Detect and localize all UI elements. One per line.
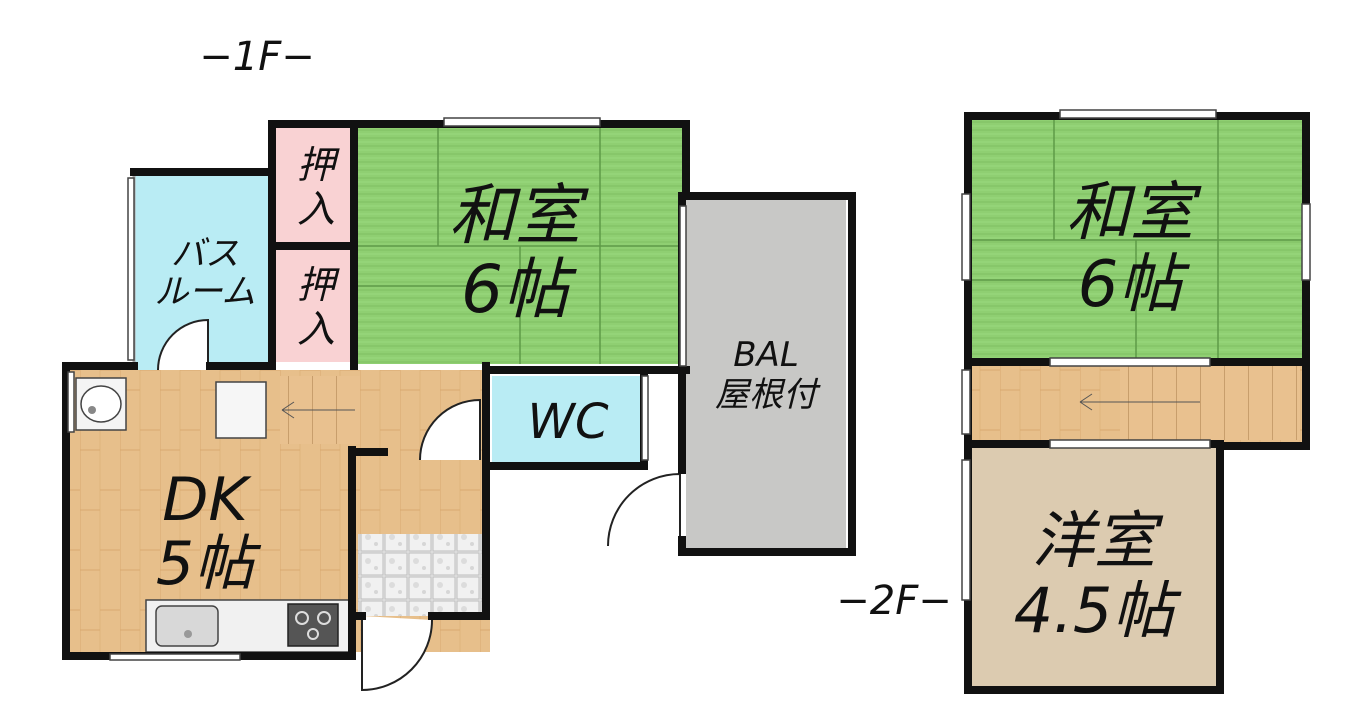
balcony: BAL 屋根付 [686, 200, 846, 548]
wc-label: WC [528, 394, 609, 450]
oshiire-upper-label-2: 入 [297, 187, 335, 231]
balcony-label-2: 屋根付 [715, 375, 821, 415]
washitsu-2f-size: 6帖 [1078, 248, 1191, 322]
oshiire-lower-label-2: 入 [297, 307, 335, 351]
floor-label-2f: −2F− [836, 578, 952, 624]
oshiire-lower-label-1: 押 [297, 263, 340, 307]
yoshitsu-2f: 洋室 4.5帖 [972, 446, 1216, 686]
washitsu-1f: 和室 6帖 [358, 128, 682, 364]
yoshitsu-size: 4.5帖 [1014, 574, 1183, 647]
washitsu-2f-name: 和室 [1066, 176, 1202, 250]
bath-label-1: バス [171, 234, 239, 274]
balcony-label-1: BAL [733, 335, 799, 375]
oshiire-upper-label-1: 押 [297, 143, 340, 187]
stairs-2f [972, 364, 1302, 442]
oshiire-upper: 押 入 [276, 128, 354, 244]
floor-label-1f: −1F− [199, 34, 315, 80]
windows-2f [961, 109, 1311, 601]
yoshitsu-name: 洋室 [1032, 504, 1164, 577]
genkan-tile [358, 534, 486, 616]
balcony-door-swing [607, 472, 681, 547]
oshiire-lower: 押 入 [276, 250, 354, 362]
fridge [215, 381, 267, 439]
washitsu-1f-name: 和室 [449, 177, 589, 254]
bath-label-2: ルーム [155, 272, 256, 312]
dk-room: DK 5帖 [70, 370, 490, 653]
entrance-door-swing [361, 616, 433, 692]
washitsu-1f-size: 6帖 [461, 251, 577, 328]
washitsu-2f: 和室 6帖 [972, 120, 1302, 360]
dk-name: DK [162, 465, 252, 535]
door-swing [419, 398, 481, 461]
windows-1f [67, 117, 687, 661]
dk-size: 5帖 [156, 529, 262, 599]
wc-room: WC [492, 376, 640, 462]
kitchen-sink [155, 605, 219, 647]
bath-room: バス ルーム [132, 172, 276, 371]
